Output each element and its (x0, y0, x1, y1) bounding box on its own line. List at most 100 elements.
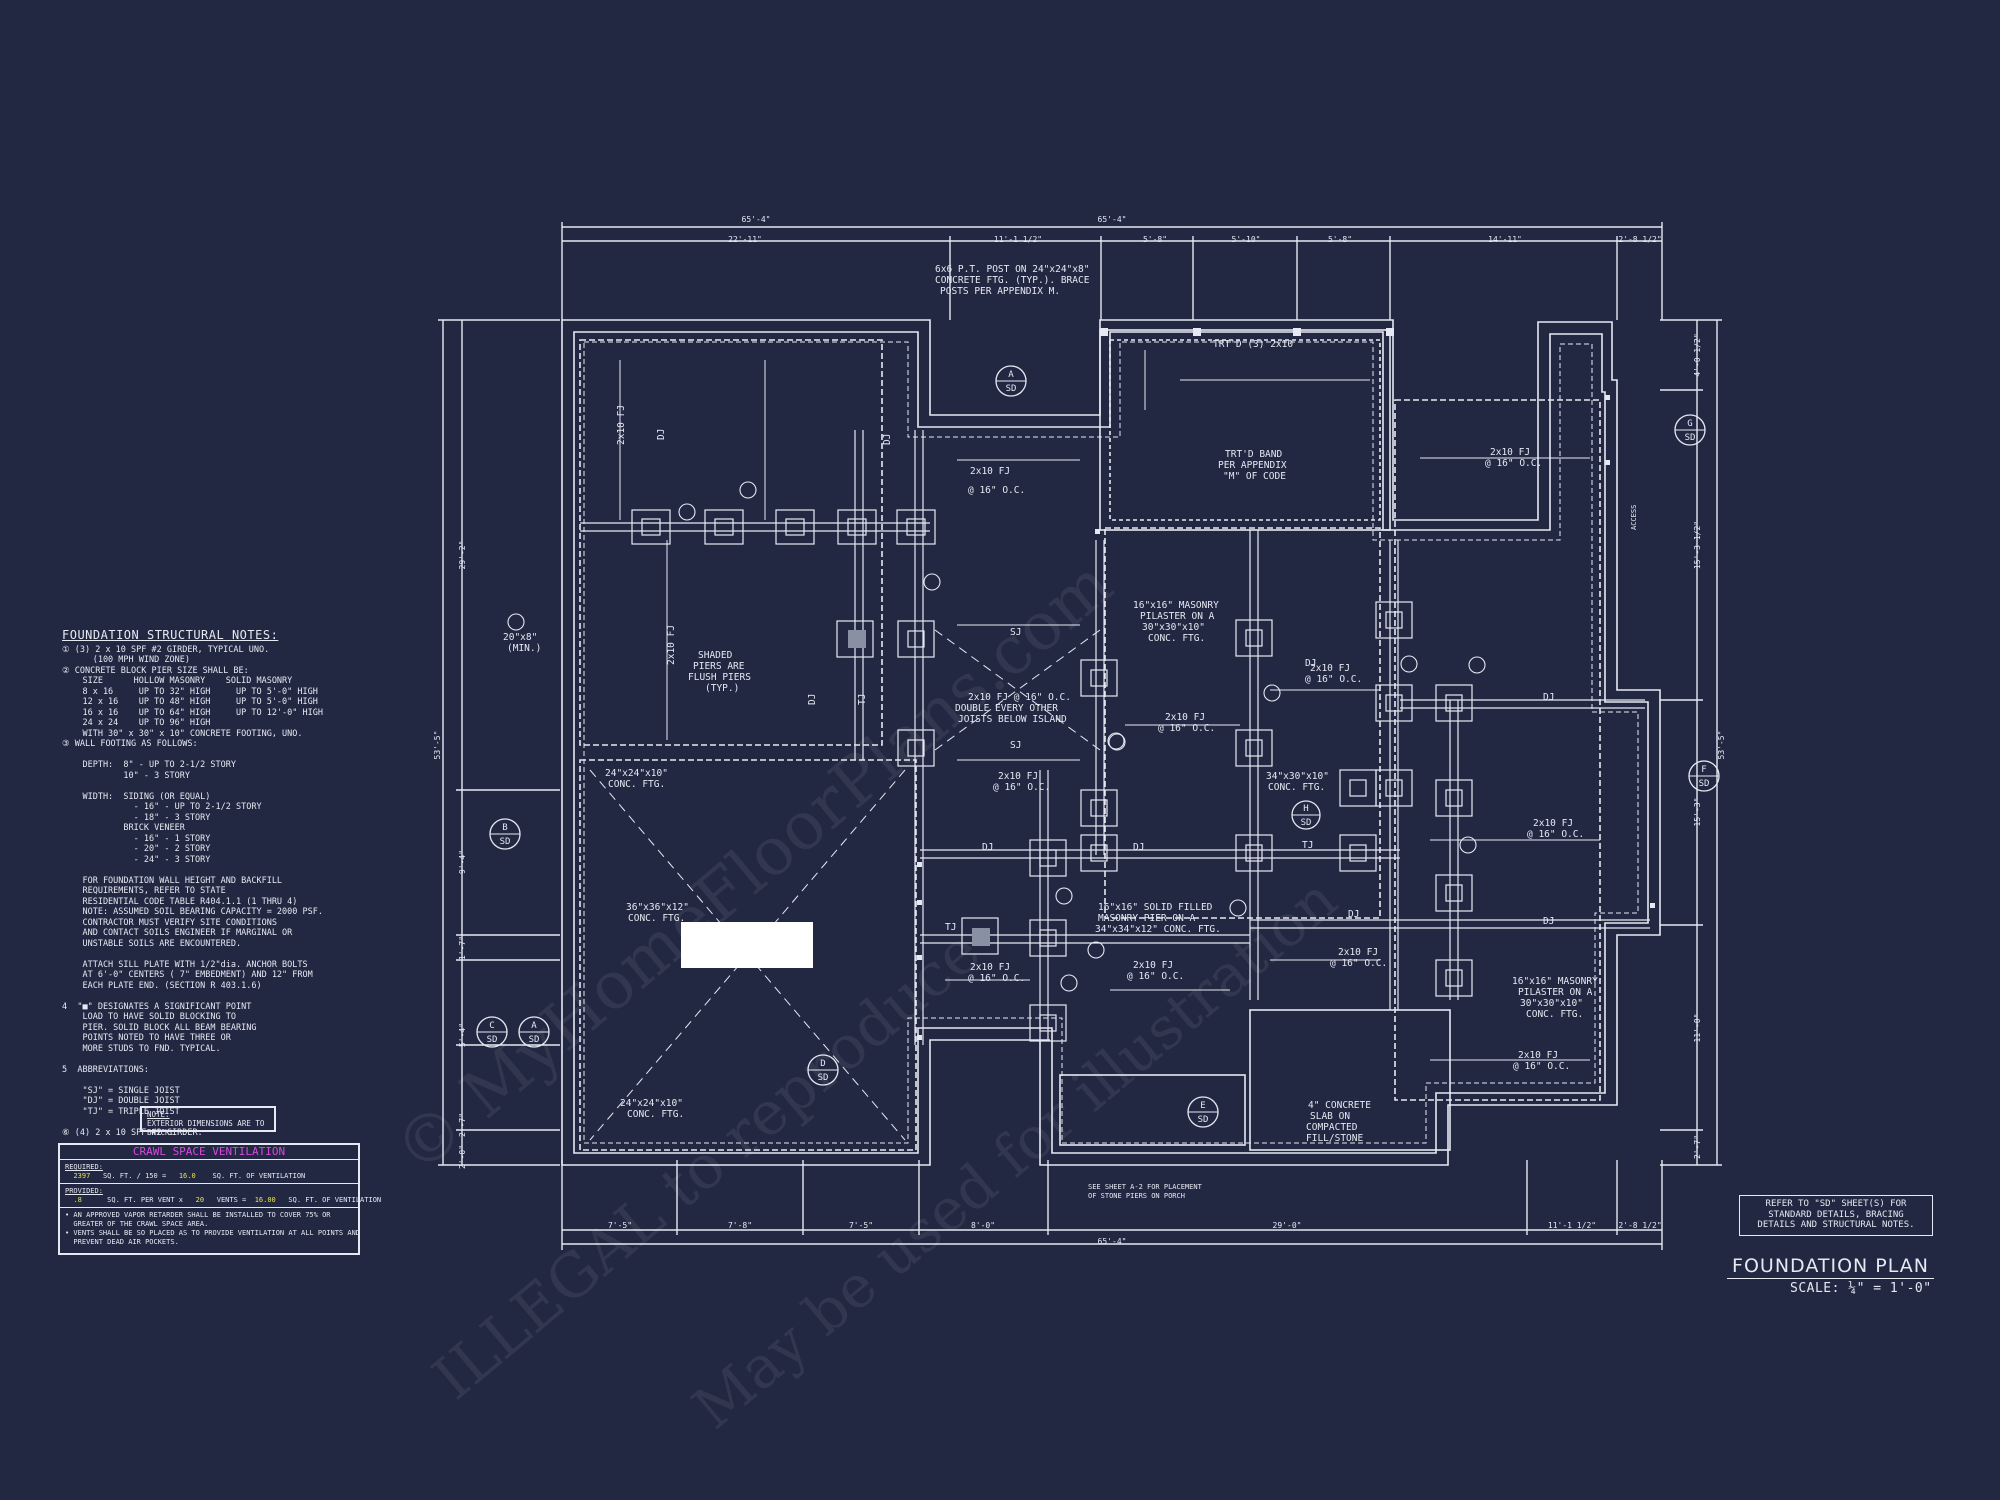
svg-text:A: A (531, 1021, 537, 1031)
dj-label-1: DJ (982, 842, 993, 853)
notes-line: EACH PLATE END. (SECTION R 403.1.6) (62, 980, 262, 991)
dj-label-2: DJ (1133, 842, 1144, 853)
notes-line: SIZE HOLLOW MASONRY SOLID MASONRY (62, 676, 293, 686)
notes-line: WIDTH: SIDING (OR EQUAL) (62, 791, 211, 802)
svg-text:SD: SD (1006, 384, 1017, 394)
notes-line: - 24" - 3 STORY (62, 854, 211, 865)
callout-ftg-24-1: 24"x24"x10" (605, 768, 668, 779)
dim-right-5: 2'-7" (1693, 1135, 1702, 1159)
notes-line: 24 x 24 UP TO 96" HIGH (62, 718, 211, 728)
section-marker-a-top[interactable]: A SD (995, 365, 1027, 397)
notes-line: "SJ" = SINGLE JOIST (62, 1085, 180, 1096)
notes-line: UNSTABLE SOILS ARE ENCOUNTERED. (62, 938, 242, 949)
dim-bottom-6: 11'-1 1/2" (1548, 1221, 1596, 1230)
notes-line: PIER. SOLID BLOCK ALL BEAM BEARING (62, 1022, 257, 1033)
callout-ftg-24b-1: 24"x24"x10" (620, 1098, 683, 1109)
notes-line: 4 "■" DESIGNATES A SIGNIFICANT POINT (62, 1001, 252, 1012)
notes-line: ATTACH SILL PLATE WITH 1/2"dia. ANCHOR B… (62, 959, 308, 970)
ventilation-required-label: REQUIRED: (65, 1163, 103, 1171)
svg-text:B: B (502, 823, 507, 833)
notes-line: LOAD TO HAVE SOLID BLOCKING TO (62, 1012, 236, 1022)
callout-shaded-2: PIERS ARE (693, 661, 745, 672)
callout-solid-pier-1: 16"x16" SOLID FILLED (1098, 902, 1213, 913)
dim-left-2: 9'-4" (458, 850, 467, 874)
notes-line: 10" - 3 STORY (62, 770, 190, 781)
fj-label-dining-1: 2x10 FJ (998, 771, 1038, 782)
fj-label-hall-1: 2x10 FJ (1338, 947, 1378, 958)
notes-line: ⑥ (4) 2 x 10 SPF #2 GIRDER. (62, 1127, 203, 1138)
callout-band-3: "M" OF CODE (1223, 471, 1286, 482)
callout-island-2: DOUBLE EVERY OTHER (955, 703, 1058, 714)
callout-slab-1: 4" CONCRETE (1308, 1100, 1371, 1111)
callout-access-size-1: 20"x8" (503, 632, 537, 643)
ventilation-note-1: • AN APPROVED VAPOR RETARDER SHALL BE IN… (65, 1211, 331, 1219)
callout-ftg-36-1: 36"x36"x12" (626, 902, 689, 913)
fj-label-kitchen-1: 2x10 FJ (970, 466, 1010, 477)
ventilation-note-4: PREVENT DEAD AIR POCKETS. (65, 1238, 179, 1246)
fj-label-hall-2: @ 16" O.C. (1330, 958, 1387, 969)
notes-line: FOR FOUNDATION WALL HEIGHT AND BACKFILL (62, 875, 283, 886)
callout-pilaster-1: 16"x16" MASONRY (1133, 600, 1219, 611)
ventilation-provided-label: PROVIDED: (65, 1187, 103, 1195)
svg-text:D: D (820, 1059, 825, 1069)
notes-line (62, 1075, 362, 1086)
notes-line: AND CONTACT SOILS ENGINEER IF MARGINAL O… (62, 928, 293, 938)
callout-pilaster-3: 30"x30"x10" (1142, 622, 1205, 633)
tj-label-2: TJ (945, 922, 956, 933)
section-marker-h[interactable]: H SD (1291, 800, 1321, 830)
callout-slab-3: COMPACTED (1306, 1122, 1358, 1133)
dim-top-6: 14'-11" (1488, 235, 1522, 244)
notes-line: 8 x 16 UP TO 32" HIGH UP TO 5'-0" HIGH (62, 686, 318, 697)
notes-title: FOUNDATION STRUCTURAL NOTES: (62, 628, 279, 642)
notes-body: ① (3) 2 x 10 SPF #2 GIRDER, TYPICAL UNO.… (62, 645, 362, 1139)
notes-line: - 18" - 3 STORY (62, 812, 211, 823)
svg-text:SD: SD (529, 1035, 540, 1045)
section-marker-c[interactable]: C SD (476, 1016, 508, 1048)
callout-shaded-4: (TYP.) (705, 683, 739, 694)
notes-line: CONTRACTOR MUST VERIFY SITE CONDITIONS (62, 917, 277, 928)
section-marker-b[interactable]: B SD (489, 818, 521, 850)
callout-pilaster-2: PILASTER ON A (1140, 611, 1215, 622)
exterior-dimensions-note: NOTE: EXTERIOR DIMENSIONS ARE TO BRICK. (140, 1106, 276, 1137)
fj-label-center-2: @ 16" O.C. (1158, 723, 1215, 734)
dim-right-overall: 53'-5" (1717, 731, 1726, 760)
section-marker-a-left[interactable]: A SD (518, 1016, 550, 1048)
notes-line (62, 991, 362, 1002)
section-marker-e[interactable]: E SD (1187, 1096, 1219, 1128)
notes-line: AT 6'-0" CENTERS ( 7" EMBEDMENT) AND 12"… (62, 970, 313, 980)
fj-label-bath-2: @ 16" O.C. (1513, 1061, 1570, 1072)
section-marker-f[interactable]: F SD (1688, 760, 1720, 792)
svg-text:A: A (1008, 370, 1014, 380)
callout-pilaster2-1: 16"x16" MASONRY (1512, 976, 1598, 987)
notes-line: (100 MPH WIND ZONE) (62, 655, 190, 665)
callout-access-size-2: (MIN.) (507, 643, 541, 654)
callout-stone-piers-2: OF STONE PIERS ON PORCH (1088, 1192, 1185, 1200)
callout-fj-1: 2x10 FJ (1490, 447, 1530, 458)
dj-label-5: DJ (1348, 909, 1359, 920)
dj-label-3: DJ (1305, 658, 1316, 669)
fj-label-foyer-2: @ 16" O.C. (1127, 971, 1184, 982)
dim-top-2: 11'-1 1/2" (994, 235, 1042, 244)
callout-solid-pier-3: 34"x34"x12" CONC. FTG. (1095, 924, 1221, 935)
callout-island-3: JOISTS BELOW ISLAND (958, 714, 1067, 725)
callout-solid-pier-2: MASONRY PIER ON A (1098, 913, 1196, 924)
note-text: EXTERIOR DIMENSIONS ARE TO BRICK. (147, 1119, 265, 1137)
callout-band-1: TRT'D BAND (1225, 449, 1282, 460)
island-label-box (681, 922, 813, 968)
fj-label-bed-1: 2x10 FJ (1533, 818, 1573, 829)
callout-posts-1: 6x6 P.T. POST ON 24"x24"x8" (935, 264, 1089, 275)
sj-label-1: SJ (1010, 627, 1021, 638)
refer-line-1: REFER TO "SD" SHEET(S) FOR (1765, 1199, 1907, 1209)
fj-label-dining-2: @ 16" O.C. (993, 782, 1050, 793)
dj-label-4: DJ (1543, 692, 1554, 703)
section-marker-d[interactable]: D SD (807, 1054, 839, 1086)
notes-line: "TJ" = TRIPLE JOIST (62, 1106, 180, 1117)
foundation-structural-notes: FOUNDATION STRUCTURAL NOTES: ① (3) 2 x 1… (62, 628, 362, 1139)
section-marker-g[interactable]: G SD (1674, 414, 1706, 446)
notes-line: MORE STUDS TO FND. TYPICAL. (62, 1043, 221, 1054)
dim-left-1: 29'-2" (458, 541, 467, 570)
fj-label-mud-1: 2x10 FJ (970, 962, 1010, 973)
callout-slab-4: FILL/STONE (1306, 1133, 1363, 1144)
svg-text:F: F (1701, 765, 1706, 775)
